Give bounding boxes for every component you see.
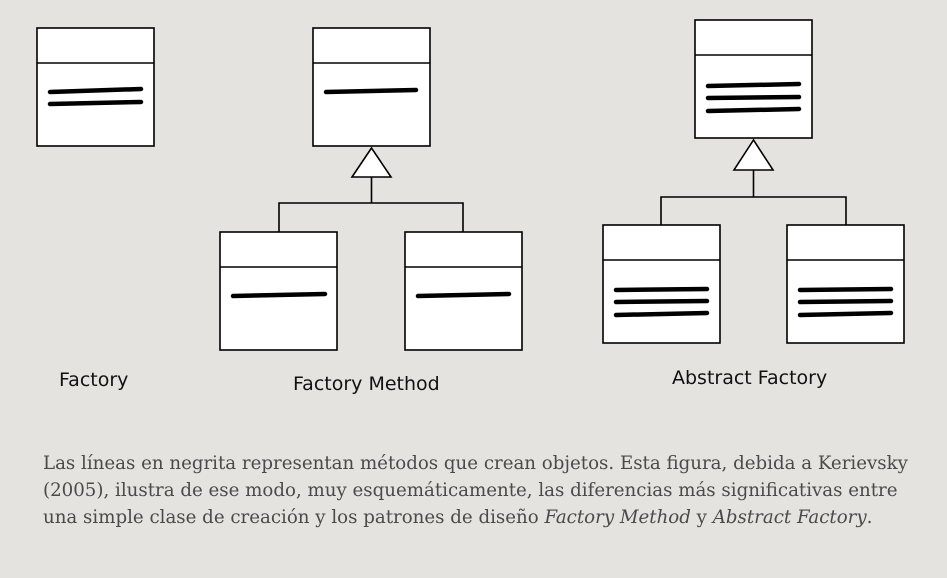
factory-label: Factory [59,369,129,391]
factory-method-child-class-box-left [219,231,338,351]
abstract-factory-label: Abstract Factory [672,367,828,389]
abstract-factory-parent-method-line-2 [705,94,802,101]
factory-method-child-right-method-line [415,291,512,299]
factory-method-line-1 [47,86,144,95]
figure-caption: Las líneas en negrita representan método… [43,450,923,531]
abstract-factory-inheritance-arrow [732,138,775,171]
factory-method-child-left-method-line [230,291,328,299]
abstract-factory-child-left-method-line-1 [613,286,710,293]
abstract-factory-child-right-method-line-1 [797,286,894,293]
abstract-factory-child-right-method-line-3 [797,310,894,318]
caption-text-connector: y [690,507,713,528]
factory-method-parent-method-line [323,87,419,95]
factory-method-inheritance-connector [278,177,464,232]
abstract-factory-child-class-box-right [786,224,905,344]
abstract-factory-parent-class-box [694,19,813,139]
abstract-factory-parent-method-line-3 [705,106,802,114]
caption-end-punctuation: . [866,507,873,528]
factory-method-line-2 [47,99,144,107]
abstract-factory-child-class-box-left [602,224,721,344]
uml-diagram [36,19,905,351]
factory-method-parent-class-box [312,27,431,147]
abstract-factory-parent-method-line-1 [705,81,802,89]
abstract-factory-child-left-method-line-3 [613,310,710,318]
abstract-factory-child-right-method-line-2 [797,298,894,305]
factory-method-child-class-box-right [404,231,523,351]
caption-text: Las líneas en negrita representan método… [43,453,908,528]
factory-method-label: Factory Method [293,373,440,395]
factory-method-inheritance-arrow [350,146,393,178]
caption-abstract-factory-term: Abstract Factory [712,507,867,528]
abstract-factory-inheritance-connector [660,170,847,225]
caption-factory-method-term: Factory Method [544,507,691,528]
abstract-factory-child-left-method-line-2 [613,298,710,305]
